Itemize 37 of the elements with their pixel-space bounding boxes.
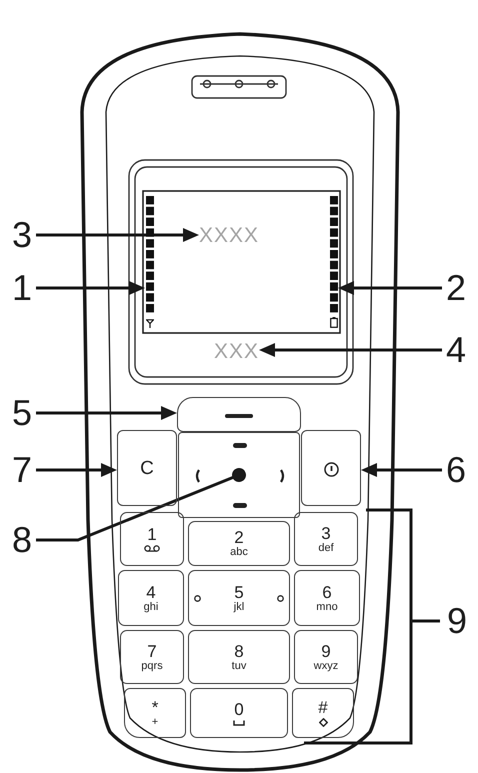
arrow: [36, 228, 199, 242]
keypad-key: 4 ghi: [118, 570, 184, 626]
keypad-key: 0: [190, 688, 288, 738]
arrow: [36, 463, 117, 477]
callout-number: 3: [12, 218, 32, 252]
keypad-key: 7 pqrs: [120, 630, 184, 684]
scroll-key: [178, 432, 300, 518]
keypad-key: 1: [120, 512, 184, 566]
arrow: [36, 406, 177, 420]
keypad-key: 6 mno: [294, 570, 360, 626]
callout-number: 7: [12, 453, 32, 487]
callout-number: 2: [446, 271, 466, 305]
keypad-key: #: [292, 688, 354, 738]
callout-number: 5: [12, 396, 32, 430]
keypad-key: 2 abc: [188, 521, 290, 566]
callout-number: 8: [12, 523, 32, 557]
screen-text: XXXX: [199, 225, 260, 246]
clear-key: C: [117, 430, 177, 506]
signal-strength-bar: [145, 196, 154, 328]
arrow: [361, 463, 442, 477]
battery-level-bar: [329, 196, 338, 328]
keypad-key: * +: [124, 688, 186, 738]
arrow: [259, 343, 442, 357]
arrow: [36, 281, 145, 295]
callout-number: 6: [446, 453, 466, 487]
selection-key: [177, 397, 301, 432]
power-key: [301, 430, 361, 506]
keypad-key: 9 wxyz: [294, 630, 358, 684]
keypad-key: 5 jkl: [188, 570, 290, 626]
keypad-key: 3 def: [294, 512, 358, 566]
callout-number: 9: [447, 604, 468, 638]
keypad-key: 8 tuv: [188, 630, 290, 684]
screen-text: XXX: [214, 341, 260, 362]
leader-line: [36, 468, 246, 542]
callout-number: 4: [446, 333, 466, 367]
callout-number: 1: [12, 271, 32, 305]
arrow: [338, 281, 442, 295]
